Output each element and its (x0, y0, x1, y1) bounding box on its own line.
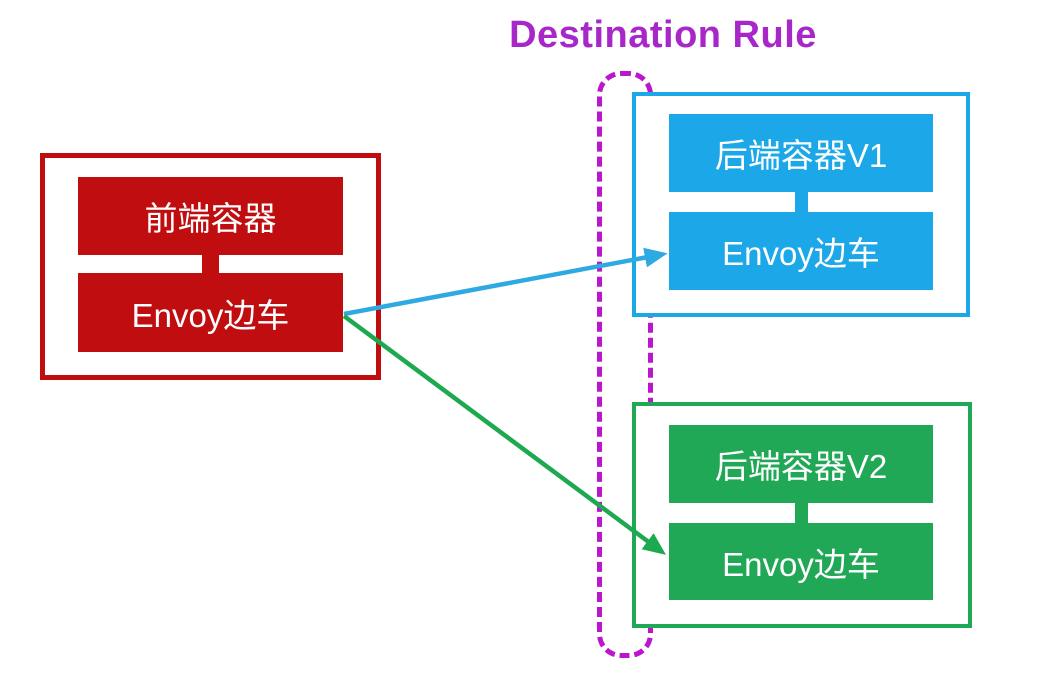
backend-v2-connector (795, 499, 808, 527)
backend-v1-container-node: 后端容器V1 (669, 114, 933, 192)
destination-rule-title: Destination Rule (509, 14, 817, 56)
backend-v2-envoy-sidecar-node: Envoy边车 (669, 523, 933, 600)
backend-v2-container-node: 后端容器V2 (669, 425, 933, 503)
frontend-connector (202, 250, 219, 278)
frontend-container-node: 前端容器 (78, 177, 343, 255)
backend-v1-envoy-sidecar-node: Envoy边车 (669, 212, 933, 290)
frontend-envoy-sidecar-node: Envoy边车 (78, 273, 343, 352)
backend-v1-connector (795, 188, 808, 216)
